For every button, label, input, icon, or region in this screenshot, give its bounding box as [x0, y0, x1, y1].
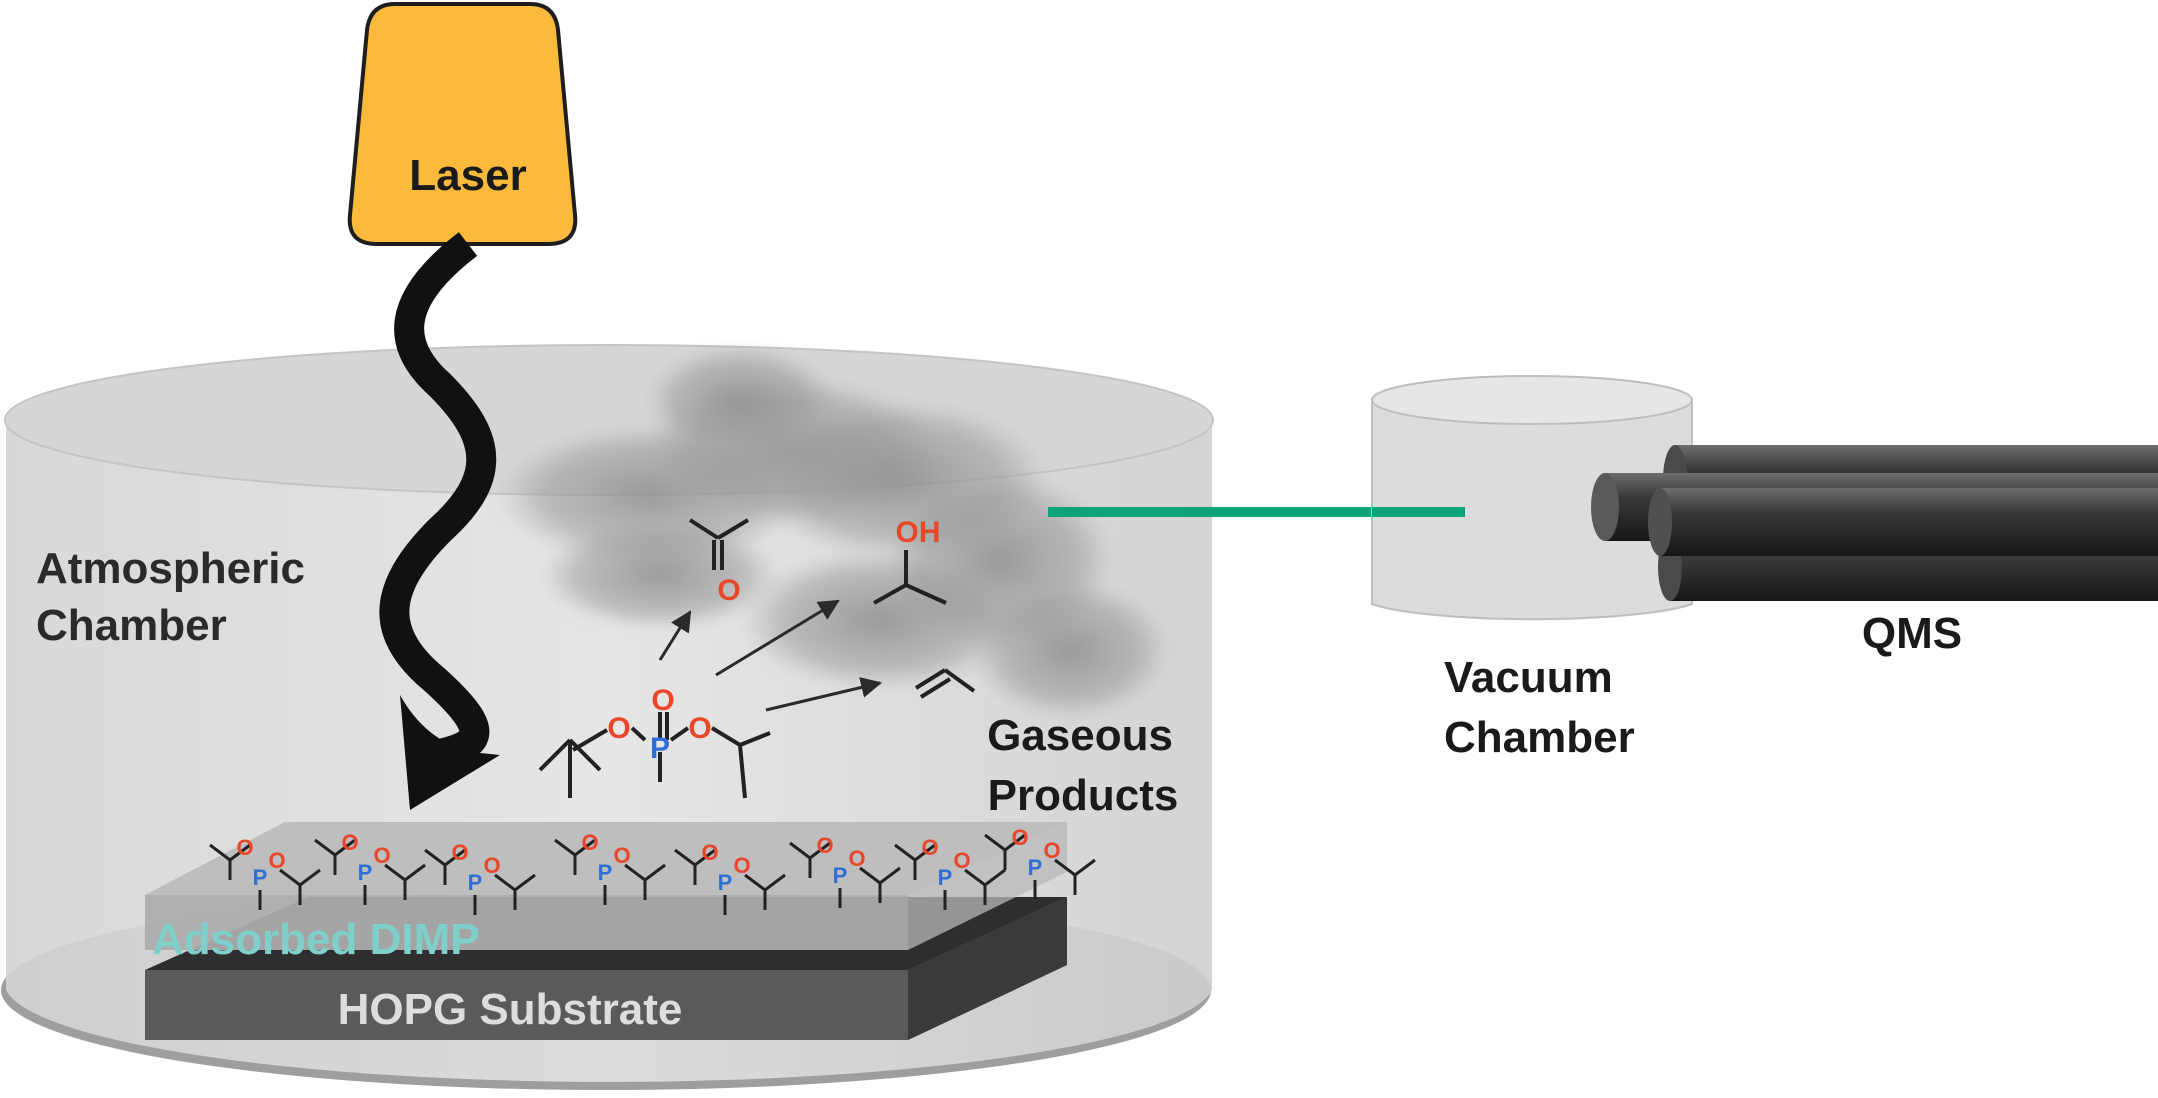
adsorbed-oxygen: O	[1011, 825, 1028, 850]
vacuum-chamber-label-line2: Chamber	[1444, 713, 1635, 762]
adsorbed-oxygen: O	[373, 843, 390, 868]
gaseous-products-label-line2: Products	[988, 771, 1179, 820]
adsorbed-oxygen: O	[733, 853, 750, 878]
adsorbed-dimp-unit: OPO	[424, 840, 536, 915]
adsorbed-dimp-unit: OPO	[789, 833, 901, 908]
wavy-arrow-icon	[379, 232, 500, 810]
hopg-substrate-label: HOPG Substrate	[338, 985, 683, 1034]
adsorbed-oxygen: O	[953, 848, 970, 873]
adsorbed-dimp-unit: OPO	[894, 835, 1006, 910]
dimp-molecule	[538, 712, 771, 799]
adsorbed-oxygen: O	[451, 840, 468, 865]
adsorbed-oxygen: O	[613, 843, 630, 868]
adsorbed-dimp-unit: OPO	[209, 835, 321, 910]
adsorbed-oxygen: O	[1043, 838, 1060, 863]
adsorbed-oxygen: O	[848, 846, 865, 871]
adsorbed-dimp-unit: OPO	[314, 830, 426, 905]
laser-label: Laser	[409, 151, 526, 200]
adsorbed-phosphorus: P	[718, 870, 733, 895]
adsorbed-phosphorus: P	[598, 860, 613, 885]
acetone-molecule	[688, 518, 750, 570]
adsorbed-dimp-unit: OPO	[984, 825, 1096, 900]
adsorbed-oxygen: O	[701, 840, 718, 865]
gaseous-products-label-line1: Gaseous	[987, 711, 1173, 760]
propene-molecule	[914, 668, 976, 699]
o-atom-left: O	[607, 712, 630, 745]
p-atom: P	[650, 732, 670, 765]
adsorbed-phosphorus: P	[468, 870, 483, 895]
acetone-oxygen: O	[717, 574, 740, 607]
vacuum-chamber	[1371, 375, 1693, 621]
adsorbed-phosphorus: P	[1028, 855, 1043, 880]
adsorbed-oxygen: O	[921, 835, 938, 860]
laser-source-icon	[347, 2, 578, 246]
adsorbed-phosphorus: P	[833, 863, 848, 888]
adsorbed-oxygen: O	[816, 833, 833, 858]
vacuum-chamber-label-line1: Vacuum	[1444, 653, 1613, 702]
adsorbed-phosphorus: P	[938, 865, 953, 890]
adsorbed-oxygen: O	[236, 835, 253, 860]
adsorbed-dimp-unit: OPO	[674, 840, 786, 915]
adsorbed-dimp-label: Adsorbed DIMP	[152, 915, 480, 964]
atmospheric-chamber-label-line1: Atmospheric	[36, 544, 305, 593]
adsorbed-oxygen: O	[341, 830, 358, 855]
atmospheric-chamber-label-line2: Chamber	[36, 601, 227, 650]
adsorbed-oxygen: O	[483, 853, 500, 878]
quadrupole-rods-icon	[1591, 445, 2158, 601]
adsorbed-oxygen: O	[268, 848, 285, 873]
isopropanol-molecule	[873, 550, 947, 605]
o-atom-right: O	[688, 712, 711, 745]
qms-label: QMS	[1862, 609, 1962, 658]
adsorbed-oxygen: O	[581, 830, 598, 855]
reaction-arrows	[658, 599, 883, 712]
adsorbed-phosphorus: P	[358, 860, 373, 885]
adsorbed-dimp-unit: OPO	[554, 830, 666, 905]
adsorbed-phosphorus: P	[253, 865, 268, 890]
o-atom-top: O	[651, 684, 674, 717]
isopropanol-oh: OH	[896, 516, 941, 549]
